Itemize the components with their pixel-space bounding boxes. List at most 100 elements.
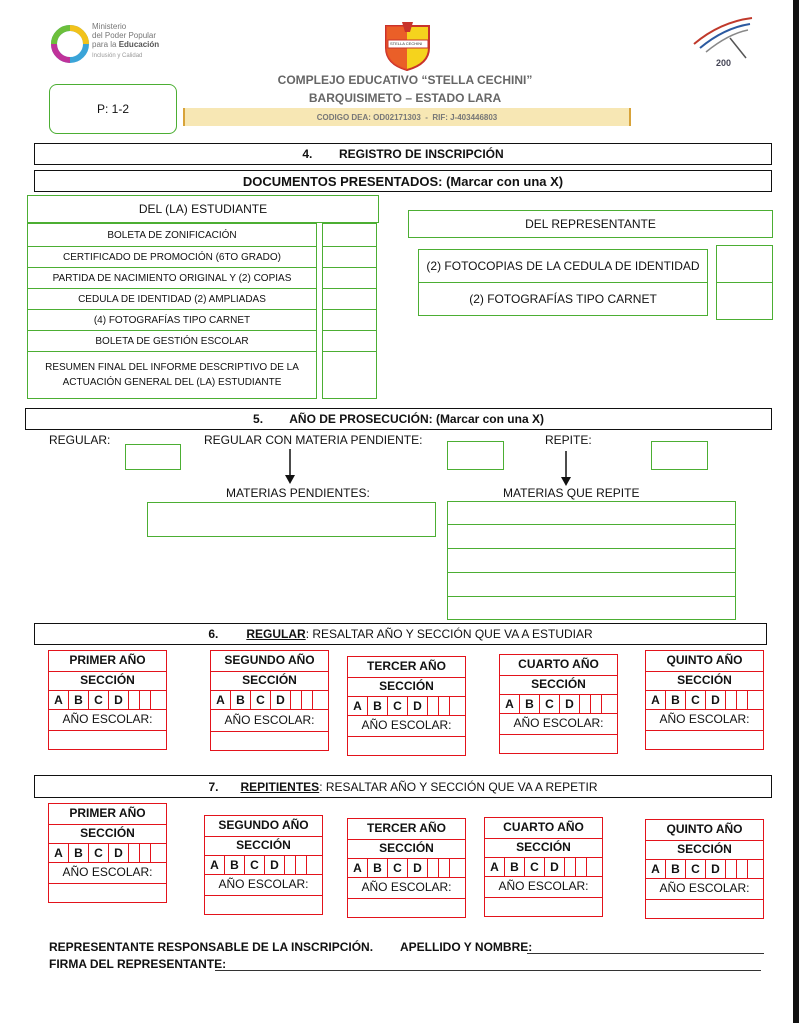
- section-letter-blank[interactable]: [296, 856, 307, 874]
- section-letter-c[interactable]: C: [245, 856, 265, 874]
- student-doc-checkbox-0[interactable]: [322, 223, 377, 247]
- section-letter-blank[interactable]: [726, 691, 737, 709]
- section-letter-blank[interactable]: [302, 691, 313, 709]
- repeat-subject-row[interactable]: [447, 524, 736, 549]
- section-letter-b[interactable]: B: [69, 844, 89, 862]
- section-letter-blank[interactable]: [140, 691, 151, 709]
- student-doc-checkbox-5[interactable]: [322, 330, 377, 352]
- section-letter-d[interactable]: D: [408, 859, 428, 877]
- regular-checkbox[interactable]: [125, 444, 181, 470]
- section-letter-d[interactable]: D: [109, 691, 129, 709]
- section-letter-c[interactable]: C: [388, 697, 408, 715]
- repite-checkbox[interactable]: [651, 441, 708, 470]
- section-letter-blank[interactable]: [565, 858, 576, 876]
- rep-doc-checkbox-1[interactable]: [716, 282, 773, 320]
- student-doc-checkbox-4[interactable]: [322, 309, 377, 331]
- section-letter-c[interactable]: C: [89, 691, 109, 709]
- section-letter-c[interactable]: C: [686, 860, 706, 878]
- section-letter-a[interactable]: A: [646, 691, 666, 709]
- section-letter-blank[interactable]: [428, 859, 439, 877]
- section-letter-blank[interactable]: [737, 691, 748, 709]
- section-letter-b[interactable]: B: [666, 860, 686, 878]
- section-letter-d[interactable]: D: [545, 858, 565, 876]
- section-letter-blank[interactable]: [591, 695, 602, 713]
- section-letter-c[interactable]: C: [251, 691, 271, 709]
- section-letter-d[interactable]: D: [271, 691, 291, 709]
- pending-subjects-field[interactable]: [147, 502, 436, 537]
- student-doc-label: (4) FOTOGRAFÍAS TIPO CARNET: [93, 314, 251, 326]
- section-letter-b[interactable]: B: [231, 691, 251, 709]
- student-doc-checkbox-6[interactable]: [322, 351, 377, 399]
- section-letter-b[interactable]: B: [368, 697, 388, 715]
- section-letter-blank[interactable]: [140, 844, 151, 862]
- section-letter-d[interactable]: D: [706, 860, 726, 878]
- section-letter-blank[interactable]: [428, 697, 439, 715]
- section-letter-b[interactable]: B: [520, 695, 540, 713]
- rep-doc-checkbox-0[interactable]: [716, 245, 773, 283]
- section-letter-a[interactable]: A: [646, 860, 666, 878]
- section-letter-blank[interactable]: [129, 844, 140, 862]
- section-letter-c[interactable]: C: [388, 859, 408, 877]
- student-doc-checkbox-1[interactable]: [322, 246, 377, 268]
- section-letter-a[interactable]: A: [49, 691, 69, 709]
- section-letter-blank[interactable]: [580, 695, 591, 713]
- section-letter-a[interactable]: A: [485, 858, 505, 876]
- section-letter-c[interactable]: C: [686, 691, 706, 709]
- student-doc-5: BOLETA DE GESTIÓN ESCOLAR: [27, 330, 317, 352]
- section-letter-d[interactable]: D: [109, 844, 129, 862]
- student-doc-checkbox-3[interactable]: [322, 288, 377, 310]
- repeat-subject-row[interactable]: [447, 596, 736, 620]
- section-letter-b[interactable]: B: [225, 856, 245, 874]
- section-letter-a[interactable]: A: [211, 691, 231, 709]
- section-letter-blank[interactable]: [439, 859, 450, 877]
- section-letter-b[interactable]: B: [368, 859, 388, 877]
- repeat-subject-row[interactable]: [447, 548, 736, 573]
- crest-text: STELLA CECHINI: [390, 41, 423, 46]
- section-letter-blank[interactable]: [129, 691, 140, 709]
- name-field-line[interactable]: [527, 953, 764, 954]
- section-letter-a[interactable]: A: [348, 859, 368, 877]
- student-doc-label: CERTIFICADO DE PROMOCIÓN (6TO GRADO): [63, 251, 281, 263]
- repeat-subject-row[interactable]: [447, 501, 736, 525]
- student-doc-label: CEDULA DE IDENTIDAD (2) AMPLIADAS: [78, 293, 266, 305]
- school-codes-bar: CODIGO DEA: OD02171303 - RIF: J-40344680…: [183, 108, 631, 126]
- section-letter-b[interactable]: B: [666, 691, 686, 709]
- section-letter-a[interactable]: A: [49, 844, 69, 862]
- section-letter-d[interactable]: D: [265, 856, 285, 874]
- section-letter-a[interactable]: A: [500, 695, 520, 713]
- section-letter-blank[interactable]: [285, 856, 296, 874]
- signature-field-line[interactable]: [215, 970, 761, 971]
- section-letter-c[interactable]: C: [89, 844, 109, 862]
- section-letter-c[interactable]: C: [525, 858, 545, 876]
- section-letter-blank[interactable]: [576, 858, 587, 876]
- section-letter-d[interactable]: D: [408, 697, 428, 715]
- section-letter-blank[interactable]: [737, 860, 748, 878]
- school-year-label: AÑO ESCOLAR:: [659, 881, 750, 895]
- section-letter-d[interactable]: D: [706, 691, 726, 709]
- repeat-subjects-label: MATERIAS QUE REPITE: [503, 486, 640, 500]
- section-letter-a[interactable]: A: [205, 856, 225, 874]
- section-letter-c[interactable]: C: [540, 695, 560, 713]
- section-letter-blank[interactable]: [439, 697, 450, 715]
- section-letter-blank[interactable]: [291, 691, 302, 709]
- repeat-subject-row[interactable]: [447, 572, 736, 597]
- section-letter-b[interactable]: B: [505, 858, 525, 876]
- pending-subjects-label: MATERIAS PENDIENTES:: [226, 486, 370, 500]
- section-letter-d[interactable]: D: [560, 695, 580, 713]
- section-letter-a[interactable]: A: [348, 697, 368, 715]
- student-doc-1: CERTIFICADO DE PROMOCIÓN (6TO GRADO): [27, 246, 317, 268]
- student-doc-checkbox-2[interactable]: [322, 267, 377, 289]
- regular-pending-checkbox[interactable]: [447, 441, 504, 470]
- section-letter-b[interactable]: B: [69, 691, 89, 709]
- section-letter-blank[interactable]: [726, 860, 737, 878]
